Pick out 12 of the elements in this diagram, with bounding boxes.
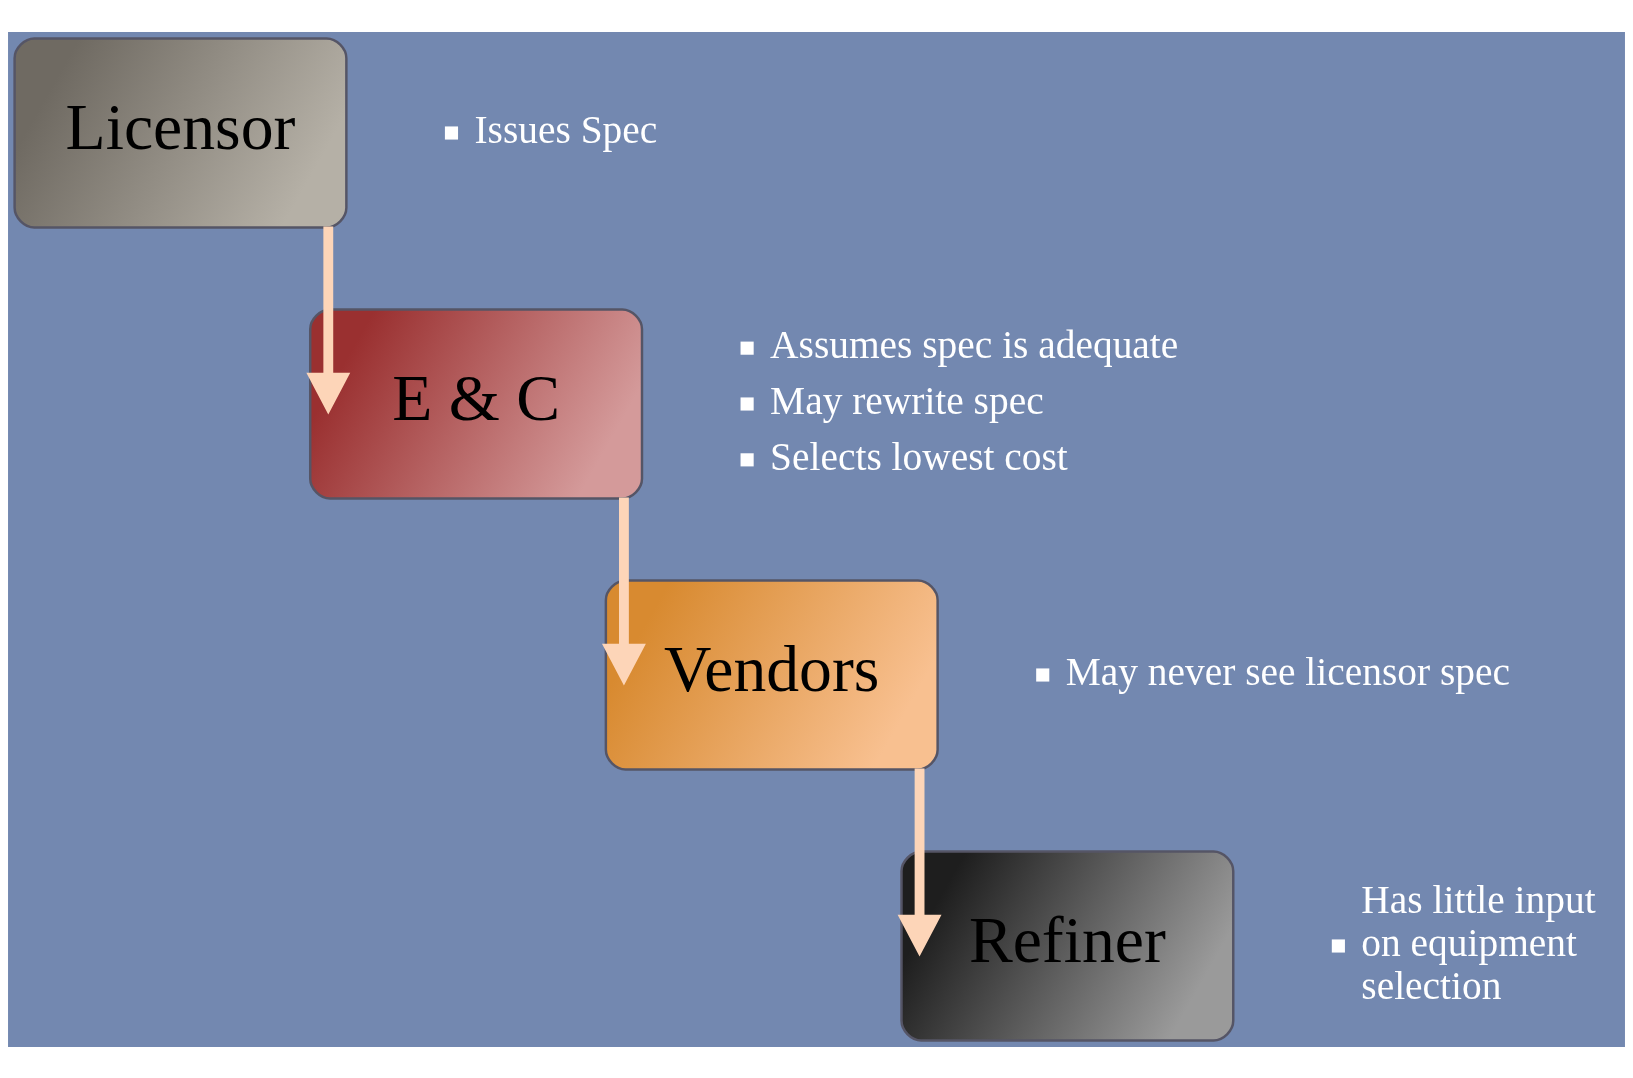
node-box: Refiner bbox=[900, 849, 1235, 1042]
node-label: Has little input on equipment selection bbox=[1361, 877, 1596, 1008]
arrow bbox=[306, 226, 351, 415]
node-box: Licensor bbox=[13, 36, 348, 229]
arrow bbox=[602, 497, 646, 686]
arrow bbox=[897, 768, 942, 957]
node-label: May never see licensor spec bbox=[1065, 649, 1510, 694]
node-label: May rewrite spec bbox=[770, 378, 1044, 423]
node-label: Issues Spec bbox=[474, 107, 658, 152]
node-label: Selects lowest cost bbox=[770, 434, 1068, 479]
node-box: E & C bbox=[309, 307, 644, 500]
node-label: Assumes spec is adequate bbox=[770, 322, 1179, 367]
